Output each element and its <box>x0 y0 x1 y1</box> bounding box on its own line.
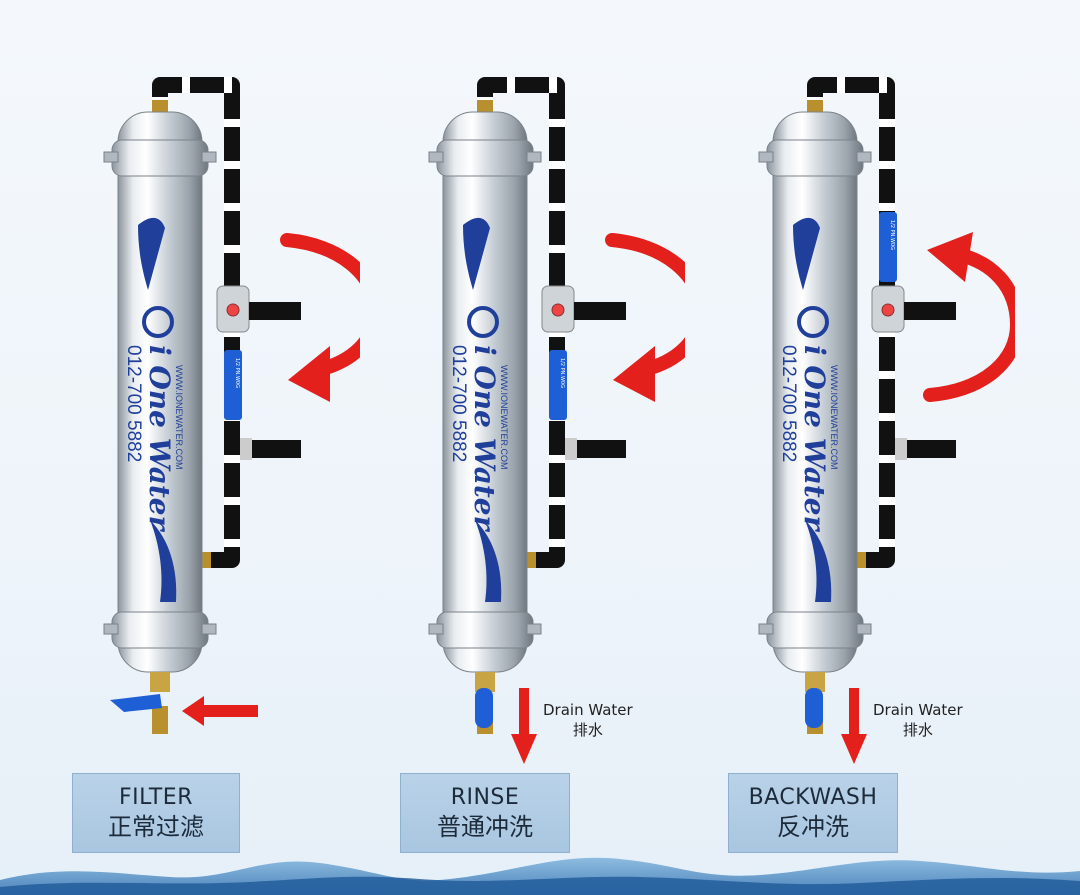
counterclockwise-arrow-icon <box>923 232 1015 402</box>
svg-text:1/2 PN.W0G: 1/2 PN.W0G <box>889 220 895 250</box>
drain-label-zh: 排水 <box>902 721 933 739</box>
mode-name-en: BACKWASH <box>748 785 878 810</box>
clockwise-arrow-icon <box>280 233 360 402</box>
drain-valve-open-icon <box>805 688 823 728</box>
valve-handle-icon <box>224 350 242 420</box>
water-splash-decoration <box>0 857 1080 895</box>
drain-label-en: Drain Water <box>873 701 963 719</box>
mode-name-zh: 正常过滤 <box>108 813 204 841</box>
drain-water-label: Drain Water 排水 <box>873 700 963 740</box>
drain-valve-open-icon <box>475 688 493 728</box>
mode-label-box: BACKWASH 反冲洗 <box>728 773 898 853</box>
svg-text:1/2 PN.W0G: 1/2 PN.W0G <box>559 358 565 388</box>
valve-handle-icon <box>879 212 897 282</box>
brand-phone: 012-700 5882 <box>778 345 799 462</box>
brand-website: WWW.IONEWATER.COM <box>829 365 839 469</box>
mode-name-en: FILTER <box>119 785 193 810</box>
brand-phone: 012-700 5882 <box>123 345 144 462</box>
clockwise-arrow-icon <box>605 233 685 402</box>
drain-arrow-icon <box>841 688 867 764</box>
mode-label-box: FILTER 正常过滤 <box>72 773 240 853</box>
valve-handle-icon <box>549 350 567 420</box>
mode-name-zh: 普通冲洗 <box>437 813 533 841</box>
brand-phone: 012-700 5882 <box>448 345 469 462</box>
brand-name: i One Water <box>798 345 831 533</box>
brand-name: i One Water <box>468 345 501 533</box>
brand-website: WWW.IONEWATER.COM <box>174 365 184 469</box>
drain-label-zh: 排水 <box>572 721 603 739</box>
mode-name-en: RINSE <box>450 785 520 810</box>
mode-name-zh: 反冲洗 <box>777 813 849 841</box>
drain-label-en: Drain Water <box>543 701 633 719</box>
drain-arrow-icon <box>511 688 537 764</box>
inlet-arrow-icon <box>182 696 258 726</box>
svg-text:1/2 PN.W0G: 1/2 PN.W0G <box>234 358 240 388</box>
drain-water-label: Drain Water 排水 <box>543 700 633 740</box>
brand-name: i One Water <box>143 345 176 533</box>
mode-label-box: RINSE 普通冲洗 <box>400 773 570 853</box>
drain-valve-closed-icon <box>110 694 162 712</box>
brand-website: WWW.IONEWATER.COM <box>499 365 509 469</box>
